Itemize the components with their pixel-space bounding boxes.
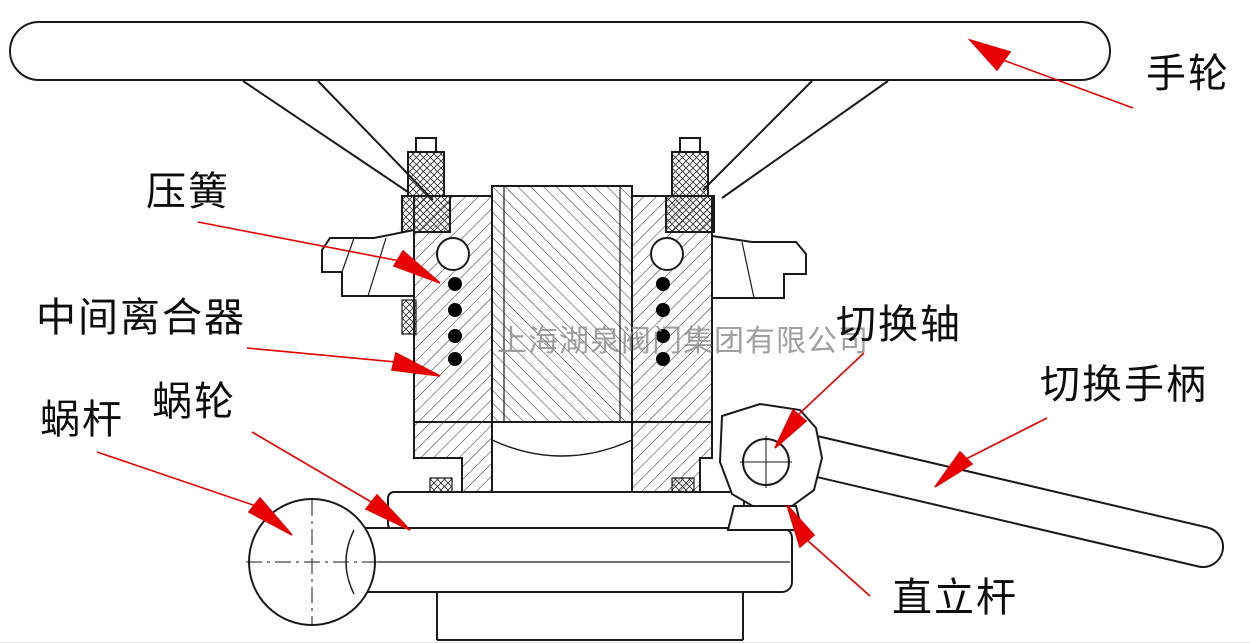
clutch-column-right [631,195,713,423]
arrow-handwheel [967,38,1012,72]
arrow-clutch [391,351,441,377]
arrow-vertical-rod [786,504,816,549]
switch-lever [796,435,1225,568]
watermark-text: 上海湖泉阀门集团有限公司 [497,325,869,358]
leader-worm-wheel [251,431,374,504]
outer-knurl-left [401,299,417,335]
arrow-worm [247,496,293,536]
clutch-hole-right [650,237,684,271]
leader-switch-shaft [798,352,865,415]
label-handwheel: 手轮 [1146,52,1230,96]
stem-lower [491,421,633,493]
arrow-worm-wheel [364,493,411,531]
arrow-switch-handle [934,450,974,488]
label-worm: 蜗杆 [40,398,124,442]
switch-shaft-pivot [740,436,792,488]
housing-base [351,527,793,593]
handwheel-spokes [242,80,889,201]
arrow-switch-shaft [774,408,808,449]
leader-vertical-rod [806,539,871,597]
leader-clutch [246,347,397,363]
spring-balls-right [656,277,670,366]
leader-handwheel [1002,59,1134,109]
worm-section [246,498,380,626]
lower-step-left [413,421,493,493]
label-switch-shaft: 切换轴 [836,303,962,347]
clutch-hole-left [436,237,470,271]
linework-group [9,21,1225,641]
flange-arm-left [321,228,415,297]
housing-top-plate [387,491,745,531]
flange-arm-right [711,234,807,299]
spring-balls-left [448,277,462,366]
label-compression-spring: 压簧 [146,170,230,214]
leader-spring [197,221,401,262]
leader-switch-handle [963,417,1048,461]
handwheel-rim [9,21,1111,81]
label-vertical-rod: 直立杆 [892,576,1018,620]
callouts-group [96,38,1134,597]
label-middle-clutch: 中间离合器 [36,296,246,340]
housing-bottom [436,592,744,641]
label-switch-handle: 切换手柄 [1040,363,1208,407]
leader-worm [96,451,257,507]
center-stem [491,185,633,423]
label-worm-wheel: 蜗轮 [152,380,236,424]
arrow-spring [392,249,441,284]
